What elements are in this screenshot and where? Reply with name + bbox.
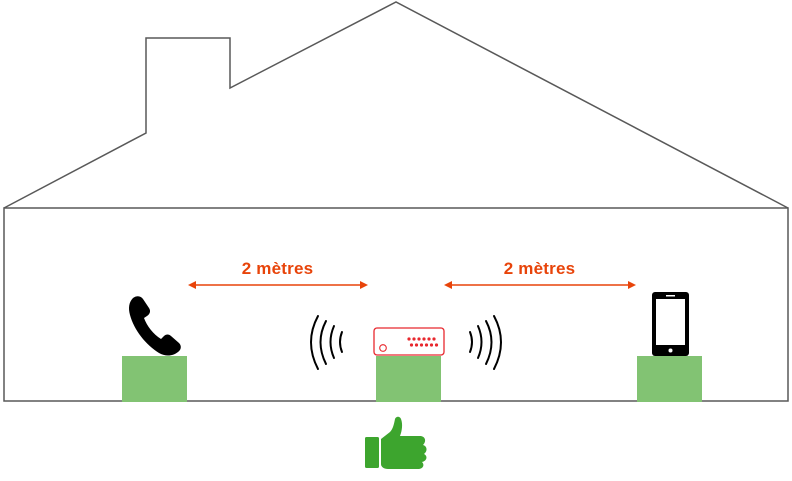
wifi-waves-right-icon <box>469 315 502 370</box>
wifi-waves-left-icon <box>310 315 343 370</box>
distance-label-right: 2 mètres <box>503 259 576 278</box>
thumbs-up-icon <box>365 416 427 469</box>
pedestal-right <box>637 356 702 402</box>
pedestal-left <box>122 356 187 402</box>
router-icon <box>373 327 445 356</box>
distance-label-left: 2 mètres <box>241 259 314 278</box>
phone-handset-icon <box>129 296 181 356</box>
pedestal-center <box>376 356 441 402</box>
smartphone-icon <box>652 292 689 356</box>
roof-line <box>3 1 789 209</box>
